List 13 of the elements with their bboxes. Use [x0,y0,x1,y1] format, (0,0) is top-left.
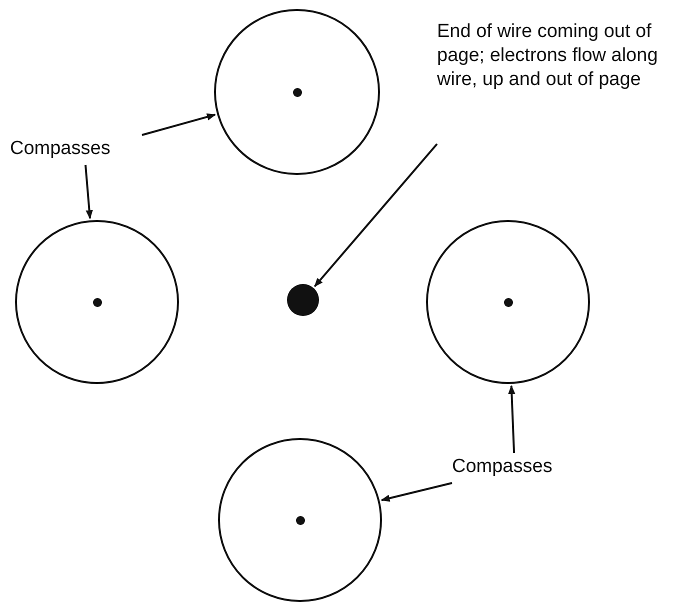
leader-line [84,164,93,220]
leader-line [142,113,216,136]
wire-end [287,284,319,316]
callout-text: Compasses [452,455,588,479]
leader-line [508,385,516,454]
compass-circle [214,9,380,175]
compass-circle [426,220,590,384]
callout-text: End of wire coming out of page; electrons flow along wire, up and out of page [437,20,662,92]
callout-text: Compasses [10,137,142,161]
leader-line [314,143,438,288]
compass-circle [218,438,382,602]
leader-line [380,482,452,502]
compass-circle [15,220,179,384]
